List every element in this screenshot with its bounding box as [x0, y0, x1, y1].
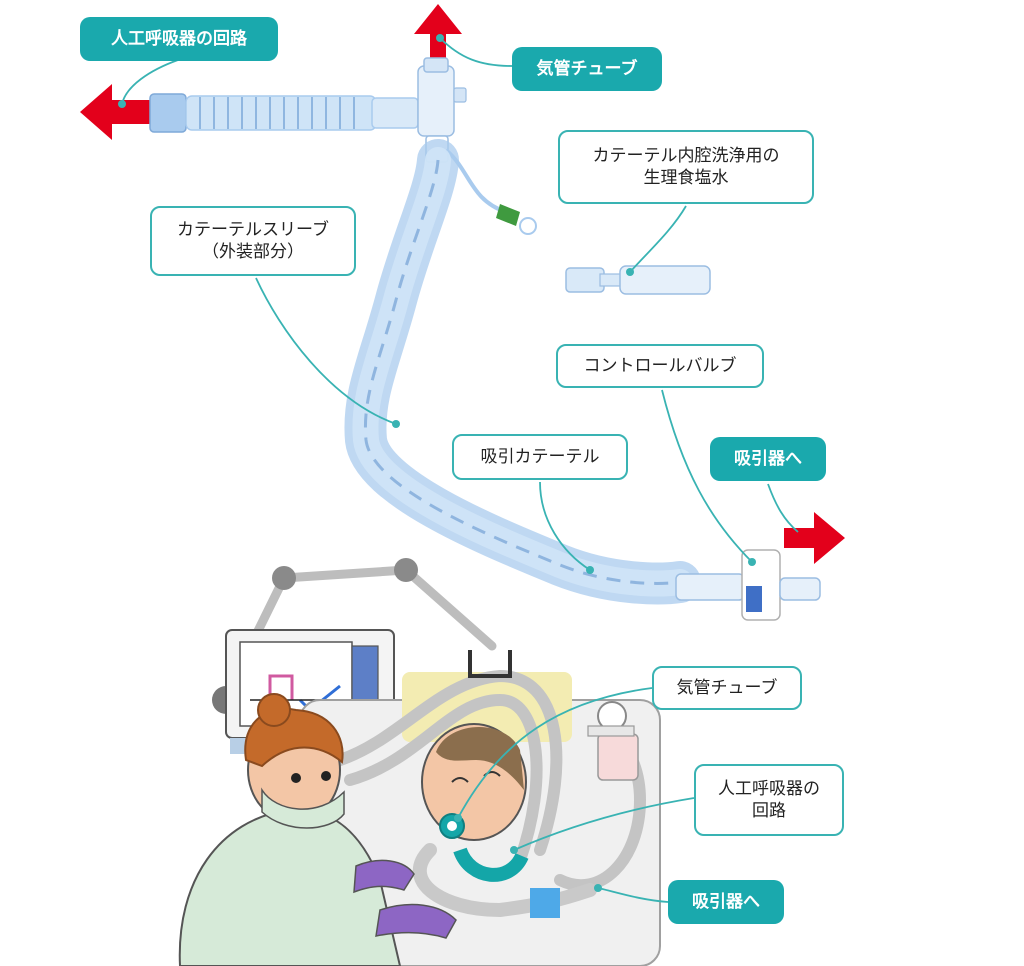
leader-lines	[121, 37, 799, 903]
label-saline: カテーテル内腔洗浄用の 生理食塩水	[558, 130, 814, 204]
leader-dots	[118, 34, 756, 892]
arrow-up-icon	[414, 4, 462, 80]
nurse	[178, 693, 457, 966]
patient-catheter	[412, 843, 597, 918]
label-to-suction-top: 吸引器へ	[710, 437, 826, 481]
arrow-left-icon	[80, 84, 152, 140]
patient	[421, 723, 529, 882]
label-suction-catheter: 吸引カテーテル	[452, 434, 628, 480]
suction-canister	[587, 701, 639, 781]
label-ventilator-circuit-bottom: 人工呼吸器の 回路	[694, 764, 844, 836]
ventilator-circuit-tube	[149, 93, 419, 133]
label-endotracheal-tube-top: 気管チューブ	[512, 47, 662, 91]
patient-cross-connector	[530, 888, 560, 918]
arrow-right-icon	[784, 512, 845, 564]
label-ventilator-circuit-top: 人工呼吸器の回路	[80, 17, 278, 61]
catheter-sleeve	[344, 139, 701, 605]
ceiling-hook	[468, 650, 512, 678]
saline-vial	[565, 265, 711, 295]
irrigation-port-cap	[496, 204, 520, 226]
label-catheter-sleeve: カテーテルスリーブ （外装部分）	[150, 206, 356, 276]
label-to-suction-bottom: 吸引器へ	[668, 880, 784, 924]
label-endotracheal-tube-bottom: 気管チューブ	[652, 666, 802, 710]
control-valve	[675, 549, 821, 621]
label-control-valve: コントロールバルブ	[556, 344, 764, 388]
